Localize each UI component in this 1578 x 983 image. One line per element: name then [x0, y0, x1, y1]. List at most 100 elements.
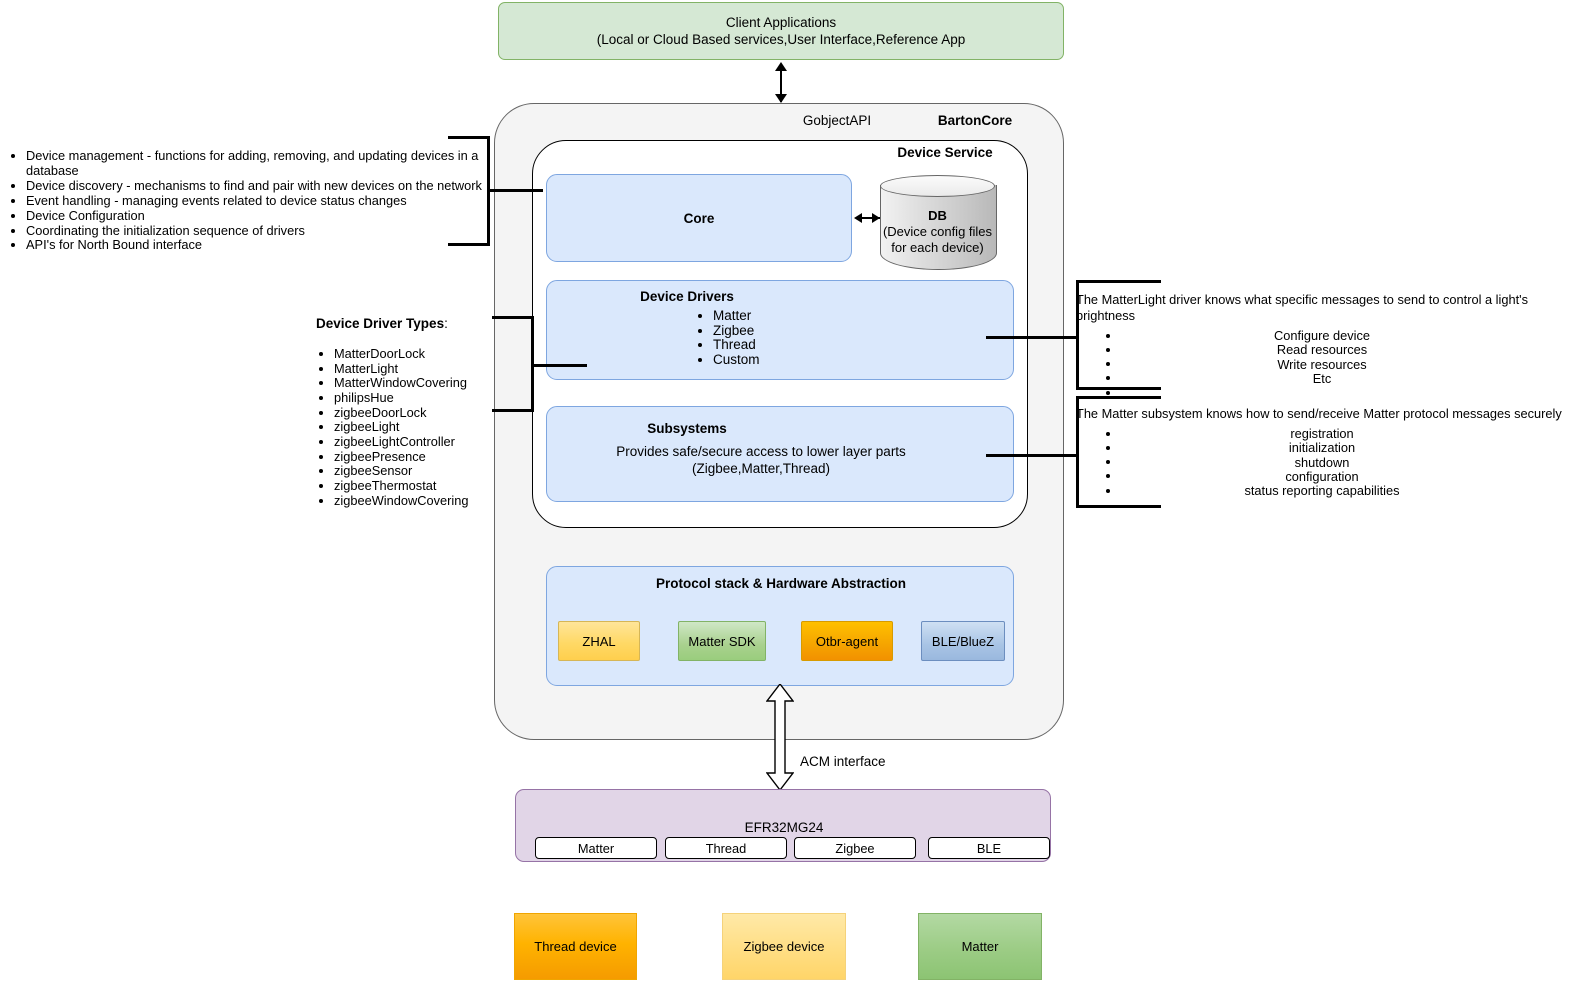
arrow-head-down — [775, 94, 787, 103]
device-drivers-box: Device Drivers Matter Zigbee Thread Cust… — [546, 280, 1014, 380]
chip-zhal: ZHAL — [558, 621, 640, 661]
efr32mg24-label: EFR32MG24 — [744, 820, 824, 835]
protocol-stack-box: Protocol stack & Hardware Abstraction ZH… — [546, 566, 1014, 686]
list-item: zigbeeDoorLock — [334, 405, 516, 421]
client-applications-subtitle: (Local or Cloud Based services,User Inte… — [596, 32, 966, 47]
bullet-icon — [1106, 347, 1110, 352]
client-applications-box: Client Applications (Local or Cloud Base… — [498, 2, 1064, 60]
list-item: zigbeeSensor — [334, 464, 516, 479]
list-item: MatterLight — [334, 361, 516, 377]
device-driver-types-title: Device Driver Types: — [316, 316, 516, 331]
subsystems-title: Subsystems — [647, 421, 727, 436]
driver-types-title-text: Device Driver Types — [316, 316, 445, 331]
subsystems-desc-line2: (Zigbee,Matter,Thread) — [691, 461, 831, 476]
list-item: shutdown — [1076, 454, 1568, 470]
core-box: Core — [546, 174, 852, 262]
gobject-api-label: GobjectAPI — [802, 113, 872, 128]
efr32mg24-box: EFR32MG24 Matter Thread Zigbee BLE — [515, 789, 1051, 862]
arrow-shaft — [860, 217, 880, 219]
bullet-icon — [1106, 460, 1110, 465]
list-item-label: shutdown — [1294, 454, 1350, 470]
list-item-label: status reporting capabilities — [1244, 483, 1400, 499]
matter-subsystem-callout-heading: The Matter subsystem knows how to send/r… — [1076, 406, 1562, 421]
matter-subsystem-callout: The Matter subsystem knows how to send/r… — [1076, 406, 1568, 498]
efr-chip-matter: Matter — [535, 837, 657, 859]
bullet-icon — [1106, 362, 1110, 367]
db-desc-line2: for each device) — [891, 240, 984, 255]
list-item: registration — [1076, 426, 1568, 441]
chip-matter-sdk: Matter SDK — [678, 621, 766, 661]
device-service-callout-list: Device management - functions for adding… — [8, 148, 498, 253]
bullet-icon — [1106, 488, 1110, 493]
legend-thread-device: Thread device — [514, 913, 637, 980]
list-item: Matter — [713, 308, 760, 324]
subsystems-box: Subsystems Provides safe/secure access t… — [546, 406, 1014, 502]
bullet-icon — [1106, 474, 1110, 479]
core-label: Core — [683, 211, 715, 226]
list-item: status reporting capabilities — [1076, 483, 1568, 499]
list-item: MatterDoorLock — [334, 346, 516, 362]
device-driver-types-callout: Device Driver Types: MatterDoorLock Matt… — [316, 316, 516, 508]
chip-otbr-agent: Otbr-agent — [801, 621, 893, 661]
list-item: Event handling - managing events related… — [26, 193, 498, 209]
device-drivers-list: Matter Zigbee Thread Custom — [695, 308, 760, 368]
matterlight-driver-callout-rows: Configure device Read resources Write re… — [1076, 328, 1568, 400]
list-item-label: configuration — [1285, 468, 1359, 484]
list-item: Thread — [713, 338, 760, 353]
list-item: Device discovery - mechanisms to find an… — [26, 178, 498, 194]
matterlight-driver-callout-heading: The MatterLight driver knows what specif… — [1076, 292, 1528, 323]
list-item: Custom — [713, 352, 760, 368]
barton-core-title: BartonCore — [937, 113, 1013, 128]
bullet-icon — [1106, 333, 1110, 338]
acm-interface-label: ACM interface — [800, 754, 886, 769]
list-item: MatterWindowCovering — [334, 376, 516, 391]
list-item: Coordinating the initialization sequence… — [26, 223, 498, 239]
list-item-label: Etc — [1312, 370, 1332, 386]
driver-types-title-colon: : — [444, 316, 448, 331]
chip-ble-bluez: BLE/BlueZ — [921, 621, 1005, 661]
protocol-stack-title: Protocol stack & Hardware Abstraction — [655, 576, 907, 591]
matter-subsystem-callout-rows: registration initialization shutdown con… — [1076, 426, 1568, 499]
subsystems-desc-line1: Provides safe/secure access to lower lay… — [616, 444, 906, 459]
subsystems-description: Provides safe/secure access to lower lay… — [547, 443, 1015, 477]
list-item: zigbeePresence — [334, 449, 516, 465]
list-item-label: registration — [1290, 426, 1354, 441]
legend-zigbee-device: Zigbee device — [722, 913, 846, 980]
arrow-shaft — [780, 68, 782, 102]
db-desc-line1: (Device config files — [882, 224, 993, 239]
list-item: zigbeeThermostat — [334, 478, 516, 494]
device-drivers-title: Device Drivers — [640, 289, 734, 304]
arrow-head-right — [872, 213, 880, 223]
list-item: Device Configuration — [26, 208, 498, 224]
list-item: configuration — [1076, 468, 1568, 484]
device-driver-types-list: MatterDoorLock MatterLight MatterWindowC… — [316, 346, 516, 508]
efr-chip-zigbee: Zigbee — [794, 837, 916, 859]
list-item: initialization — [1076, 440, 1568, 455]
list-item: Write resources — [1076, 356, 1568, 372]
list-item: zigbeeLightController — [334, 434, 516, 450]
subsystems-callout-bracket — [986, 396, 1180, 508]
list-item-label: Write resources — [1277, 356, 1367, 372]
device-service-callout: Device management - functions for adding… — [8, 148, 498, 253]
acm-interface-arrow — [766, 684, 794, 790]
bullet-icon — [1106, 431, 1110, 436]
db-body — [880, 185, 997, 270]
drivers-callout-bracket — [986, 280, 1180, 390]
arrow-head-left — [854, 213, 862, 223]
bullet-icon — [1106, 376, 1110, 381]
legend-matter: Matter — [918, 913, 1042, 980]
list-item-label: Read resources — [1276, 342, 1368, 358]
efr-chip-thread: Thread — [665, 837, 787, 859]
list-item: Configure device — [1076, 328, 1568, 343]
left-callout-bracket — [448, 136, 543, 246]
list-item: Etc — [1076, 370, 1568, 386]
efr-chip-ble: BLE — [928, 837, 1050, 859]
arrow-head-up — [775, 62, 787, 71]
list-item: philipsHue — [334, 390, 516, 406]
list-item-label: Configure device — [1273, 328, 1371, 343]
db-top-ellipse — [880, 175, 995, 197]
client-applications-title: Client Applications — [725, 15, 837, 30]
db-text: DB (Device config files for each device) — [880, 208, 995, 256]
database-cylinder: DB (Device config files for each device) — [880, 174, 997, 270]
